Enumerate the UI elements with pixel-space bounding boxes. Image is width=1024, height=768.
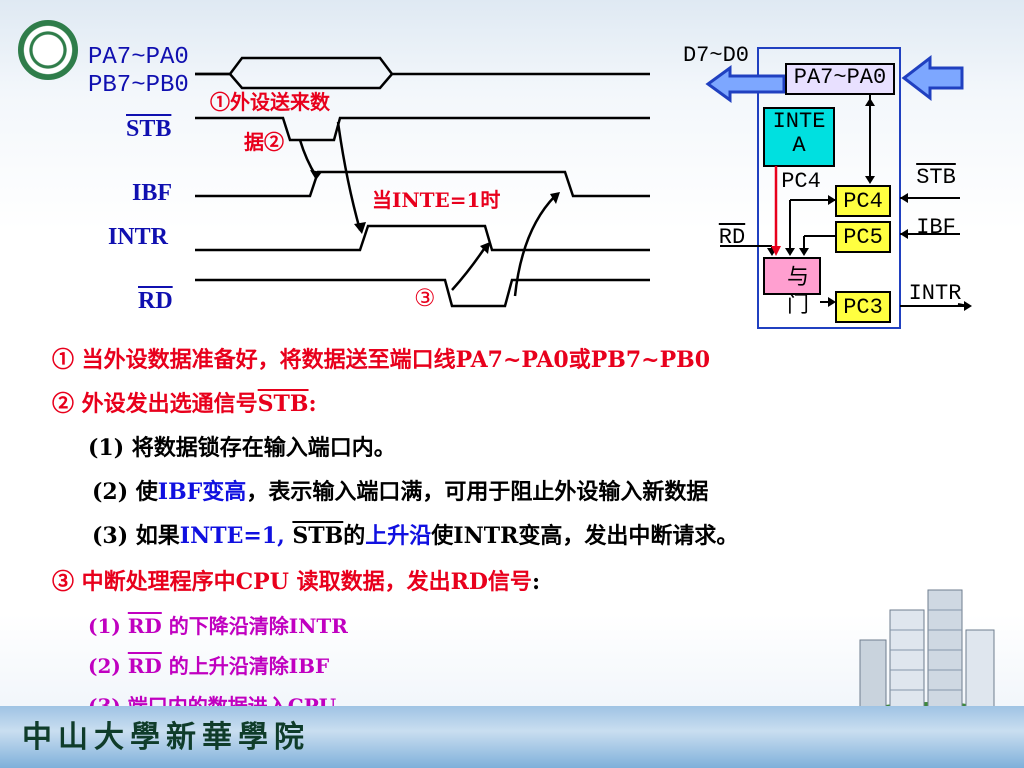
text-line-7: (1) RD 的下降沿清除INTR	[88, 614, 348, 638]
text-line-4: (2) 使IBF变高，表示输入端口满，可用于阻止外设输入新数据	[92, 479, 709, 505]
ibf-waveform	[195, 170, 650, 198]
school-logo-icon	[18, 20, 78, 80]
signal-rd-label: RD	[138, 288, 173, 314]
rd-waveform	[195, 278, 650, 308]
block-intr-label: INTR	[908, 281, 962, 306]
pc5-box-label: PC5	[843, 225, 883, 250]
d7-d0-label: D7~D0	[682, 43, 749, 68]
annotation-inte: 当INTE=1时	[372, 188, 501, 212]
output-arrow-icon	[705, 65, 786, 103]
annotation-3: ③	[414, 284, 436, 312]
block-ibf-label: IBF	[916, 215, 956, 240]
data-bus-waveform-bottom	[195, 72, 393, 90]
footer-band	[0, 706, 1024, 768]
pa-port-box-label: PA7~PA0	[793, 65, 887, 90]
text-line-1: ① 当外设数据准备好，将数据送至端口线PA7~PA0或PB7~PB0	[52, 347, 711, 373]
arrow-rd-to-intr	[451, 245, 488, 291]
block-stb-label: STB	[916, 165, 956, 190]
signal-pa-label: PA7~PA0	[88, 44, 189, 71]
text-line-6: ③ 中断处理程序中CPU 读取数据，发出RD信号:	[52, 569, 541, 595]
annotation-1: ①外设送来数	[210, 90, 330, 114]
block-rd-label: RD	[718, 225, 746, 250]
arrow-stb-to-intr	[336, 121, 362, 231]
and-gate-label: 与门	[786, 265, 809, 318]
data-bus-waveform-top	[195, 56, 650, 76]
pc4-box-label: PC4	[843, 189, 883, 214]
pc3-box-label: PC3	[843, 295, 883, 320]
signal-pb-label: PB7~PB0	[88, 72, 189, 99]
text-line-5: (3) 如果INTE=1, STB的上升沿使INTR变高，发出中断请求。	[92, 523, 739, 549]
text-line-2: ② 外设发出选通信号STB:	[52, 391, 317, 417]
text-line-3: (1) 将数据锁存在输入端口内。	[88, 435, 396, 461]
pc4-label: PC4	[781, 169, 821, 194]
stb-waveform	[195, 116, 650, 142]
signal-intr-label: INTR	[108, 224, 169, 250]
intr-waveform	[195, 224, 650, 252]
inte-box-label: INTE A	[772, 109, 826, 158]
text-line-8: (2) RD 的上升沿清除IBF	[88, 654, 330, 678]
arrow-rd-to-ibf	[513, 195, 556, 297]
block-diagram	[705, 47, 972, 329]
signal-ibf-label: IBF	[132, 180, 173, 206]
input-arrow-icon	[901, 54, 964, 102]
timing-diagram	[195, 56, 650, 308]
footer-school-name: 中山大學新華學院	[22, 720, 310, 755]
signal-stb-label: STB	[126, 116, 172, 142]
annotation-2: 据②	[244, 130, 284, 154]
